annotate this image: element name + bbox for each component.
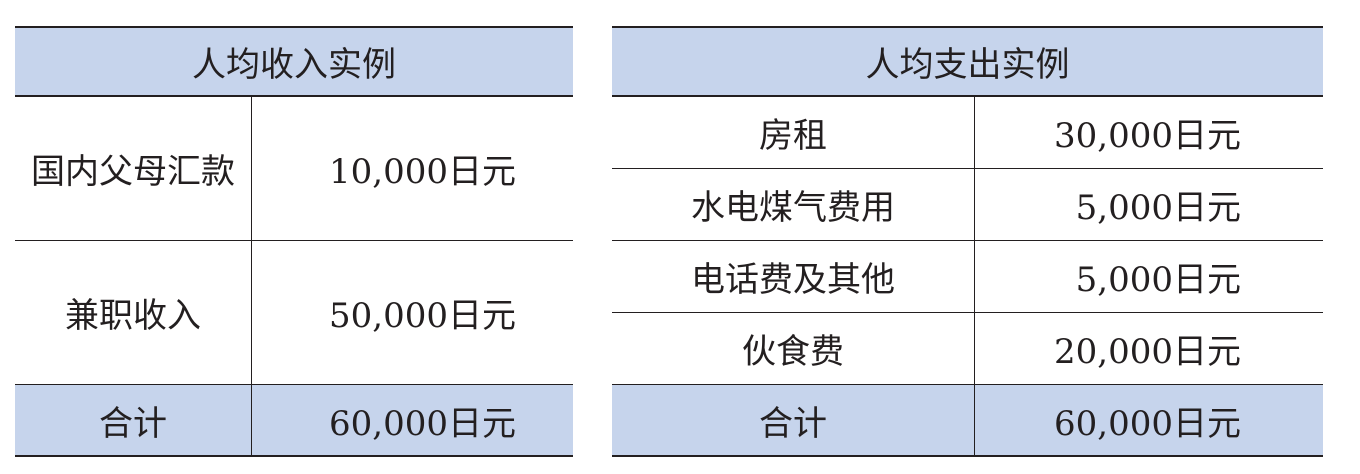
row-value: 5,000日元: [974, 168, 1323, 241]
row-value: 5,000日元: [974, 240, 1323, 313]
row-value: 10,000日元: [251, 96, 573, 241]
income-title: 人均收入实例: [15, 26, 573, 97]
row-label: 房租: [612, 96, 975, 169]
total-label: 合计: [15, 384, 252, 457]
row-value: 50,000日元: [251, 240, 573, 385]
total-value: 60,000日元: [974, 384, 1323, 457]
row-label: 兼职收入: [15, 240, 252, 385]
expense-title: 人均支出实例: [612, 26, 1323, 97]
row-value: 30,000日元: [974, 96, 1323, 169]
row-label: 电话费及其他: [612, 240, 975, 313]
row-label: 伙食费: [612, 312, 975, 385]
total-value: 60,000日元: [251, 384, 573, 457]
total-label: 合计: [612, 384, 975, 457]
row-label: 水电煤气费用: [612, 168, 975, 241]
row-value: 20,000日元: [974, 312, 1323, 385]
row-label: 国内父母汇款: [15, 96, 252, 241]
